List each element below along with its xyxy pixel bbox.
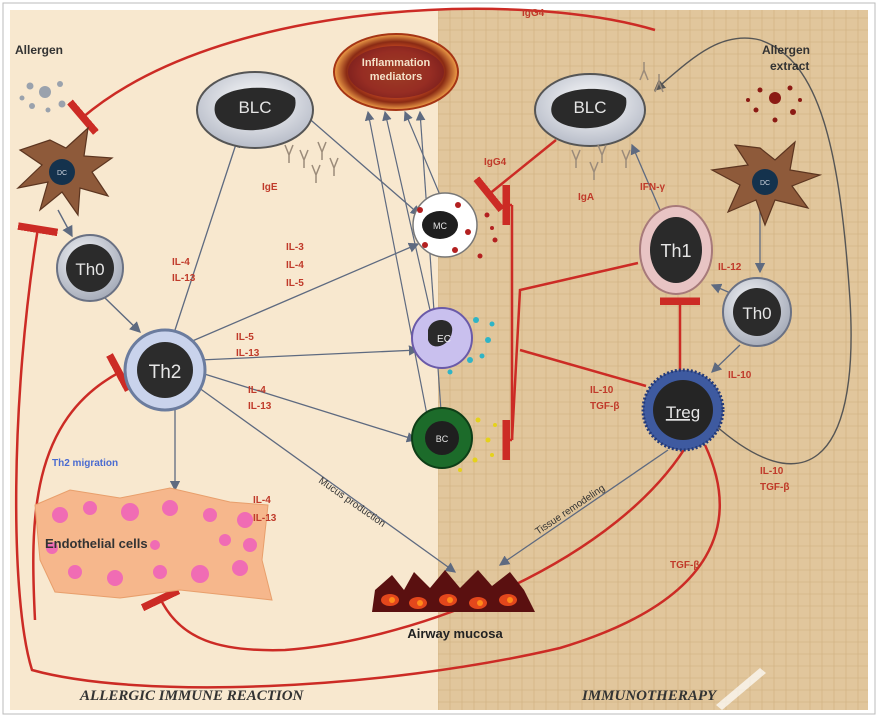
label-il13-d: IL-13 bbox=[248, 401, 272, 412]
endothelial-cells-node: Endothelial cells bbox=[34, 487, 273, 601]
allergen-particles bbox=[19, 81, 66, 113]
label-il5: IL-5 bbox=[286, 278, 304, 289]
right-panel-title: IMMUNOTHERAPY bbox=[581, 688, 718, 704]
allergen-label: Allergen bbox=[15, 43, 63, 57]
svg-text:Treg: Treg bbox=[666, 403, 700, 422]
label-ifn: IFN-γ bbox=[640, 182, 665, 193]
label-il10-tgf-right-2: TGF-β bbox=[760, 482, 789, 493]
label-il12: IL-12 bbox=[718, 262, 742, 273]
th0-right-node: Th0 bbox=[722, 277, 792, 347]
svg-text:BLC: BLC bbox=[573, 98, 606, 117]
blc-left-node: BLC bbox=[196, 71, 314, 149]
inflammation-label-line2: mediators bbox=[370, 71, 423, 83]
label-il13-c: IL-13 bbox=[236, 348, 260, 359]
allergen-extract-label-1: Allergen bbox=[762, 43, 810, 57]
airway-mucosa-node: Airway mucosa bbox=[372, 570, 535, 641]
label-iga: IgA bbox=[578, 192, 594, 203]
inflammation-label-line1: Inflammation bbox=[362, 57, 431, 69]
allergen-extract-label-2: extract bbox=[770, 59, 809, 73]
dendritic-cell-right: DC bbox=[710, 140, 823, 227]
label-il13-a: IL-13 bbox=[172, 273, 196, 284]
mast-cell-node: MC bbox=[412, 192, 498, 259]
eosinophil-node: EC bbox=[411, 307, 495, 375]
iga-antibodies bbox=[571, 62, 664, 180]
svg-text:Th0: Th0 bbox=[742, 304, 771, 323]
label-il10-left: IL-10 bbox=[590, 385, 614, 396]
svg-text:BLC: BLC bbox=[238, 98, 271, 117]
label-il10-tgf-right-1: IL-10 bbox=[760, 466, 784, 477]
airway-label: Airway mucosa bbox=[407, 626, 503, 641]
th0-left-node: Th0 bbox=[56, 234, 124, 302]
inflammation-mediators-node: Inflammation mediators bbox=[333, 33, 459, 111]
basophil-node: BC bbox=[411, 407, 497, 472]
label-igg4-top: IgG4 bbox=[522, 8, 545, 19]
svg-text:EC: EC bbox=[437, 334, 451, 345]
svg-text:DC: DC bbox=[57, 170, 67, 177]
label-igg4-mid: IgG4 bbox=[484, 157, 507, 168]
label-il5-c: IL-5 bbox=[236, 332, 254, 343]
svg-text:MC: MC bbox=[433, 221, 447, 231]
dendritic-cell-left: DC bbox=[16, 126, 114, 217]
blc-right-node: BLC bbox=[534, 73, 646, 147]
ige-antibodies bbox=[284, 141, 339, 183]
treg-node: Treg bbox=[641, 368, 725, 452]
svg-text:BC: BC bbox=[436, 434, 449, 444]
th1-node: Th1 bbox=[639, 205, 713, 295]
label-il4-a: IL-4 bbox=[172, 257, 190, 268]
endothelial-label: Endothelial cells bbox=[45, 536, 148, 551]
svg-text:Th0: Th0 bbox=[75, 260, 104, 279]
label-il3: IL-3 bbox=[286, 242, 304, 253]
label-tgfb-bottom: TGF-β bbox=[670, 560, 699, 571]
label-ige: IgE bbox=[262, 182, 278, 193]
label-il10-right: IL-10 bbox=[728, 370, 752, 381]
label-th2-migration: Th2 migration bbox=[52, 458, 118, 469]
svg-text:Th1: Th1 bbox=[660, 241, 691, 261]
th2-node: Th2 bbox=[123, 328, 207, 412]
label-il13-e: IL-13 bbox=[253, 513, 277, 524]
label-il4-d: IL-4 bbox=[248, 385, 266, 396]
label-il4-b: IL-4 bbox=[286, 260, 304, 271]
left-panel-title: ALLERGIC IMMUNE REACTION bbox=[79, 688, 305, 704]
label-il4-e: IL-4 bbox=[253, 495, 271, 506]
label-tgfb-left: TGF-β bbox=[590, 401, 619, 412]
svg-text:Th2: Th2 bbox=[149, 362, 182, 383]
allergen-extract-particles bbox=[746, 85, 802, 123]
svg-text:DC: DC bbox=[760, 180, 770, 187]
